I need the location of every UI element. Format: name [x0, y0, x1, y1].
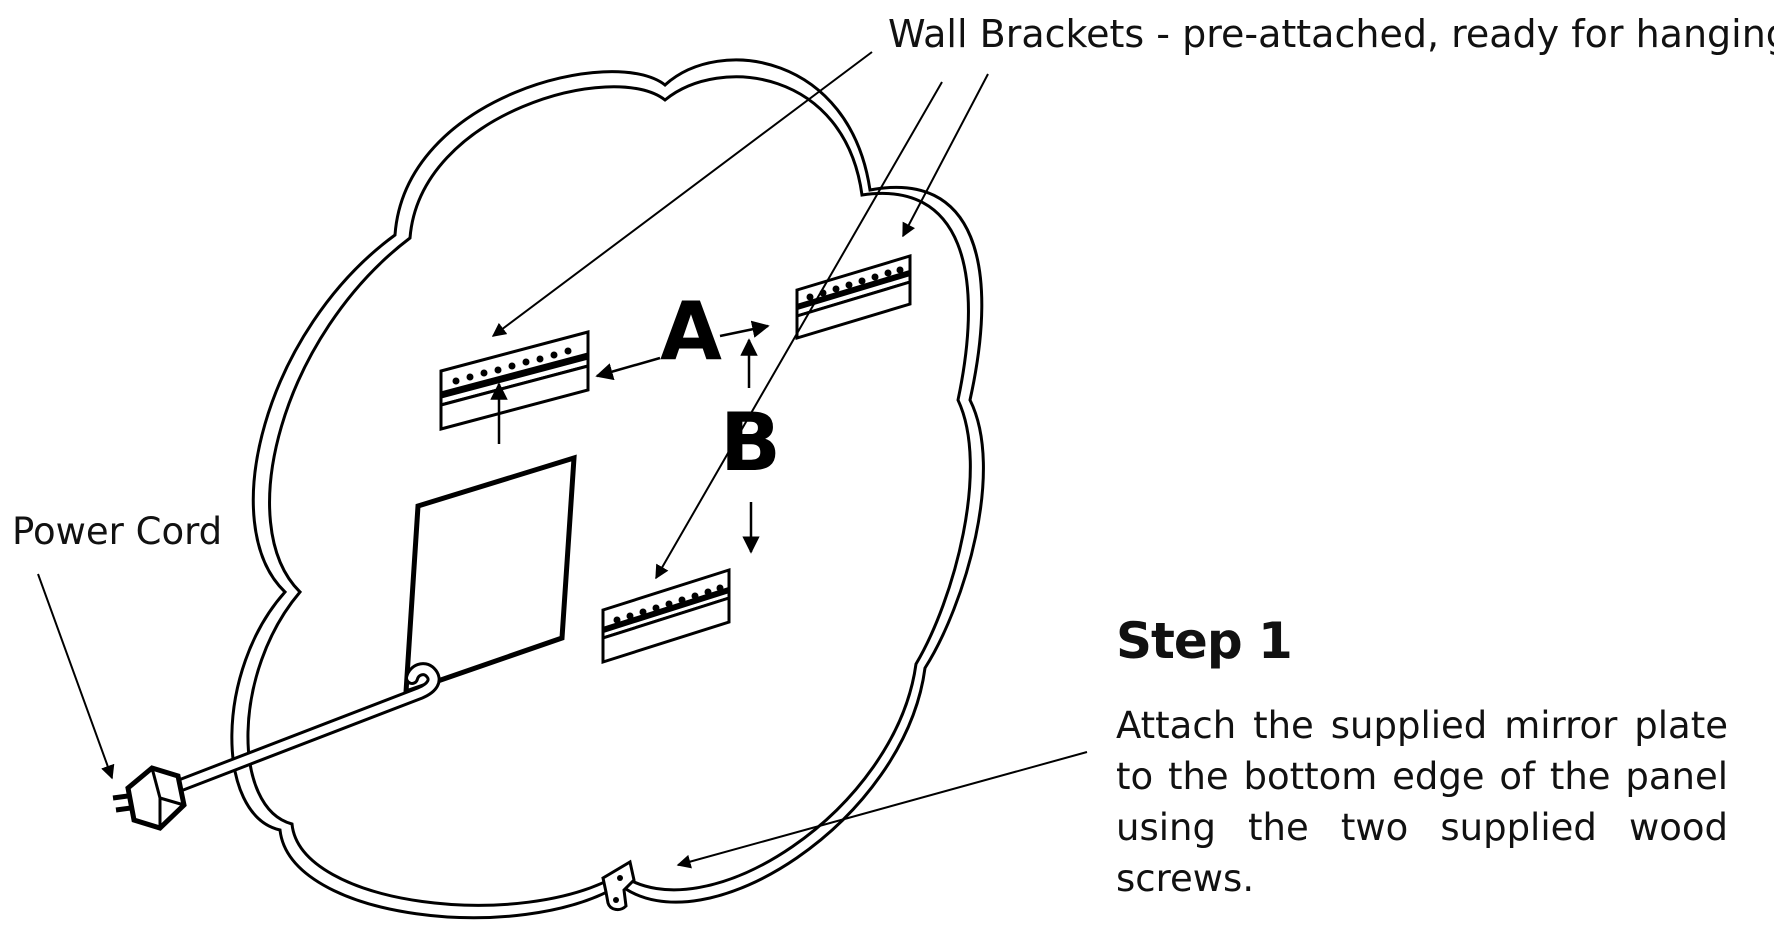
power-cord-label: Power Cord [12, 510, 223, 553]
power-plug [125, 765, 187, 831]
leader-arrow-power-cord [37, 573, 115, 780]
dimension-label-a: A [660, 285, 722, 378]
step-instructions: Attach the supplied mirror plate to the … [1116, 704, 1728, 900]
step-title: Step 1 [1116, 612, 1293, 670]
dimension-a-arrow-right [719, 320, 770, 338]
wall-brackets-label: Wall Brackets - pre-attached, ready for … [888, 12, 1774, 56]
power-cord [112, 662, 441, 831]
mirror-plate [601, 859, 636, 912]
leader-arrow-mirror-plate [676, 751, 1088, 869]
cloud-panel-face [246, 75, 972, 907]
leader-arrow-bracket-3 [655, 81, 943, 580]
electrical-box [403, 454, 577, 696]
dimension-label-b: B [720, 396, 781, 489]
dimension-a-arrow-left [595, 356, 661, 381]
leader-arrow-bracket-2 [902, 73, 989, 238]
leader-arrow-bracket-1 [491, 51, 873, 337]
wall-bracket-lower [601, 567, 731, 665]
wall-bracket-upper-left [439, 330, 590, 431]
